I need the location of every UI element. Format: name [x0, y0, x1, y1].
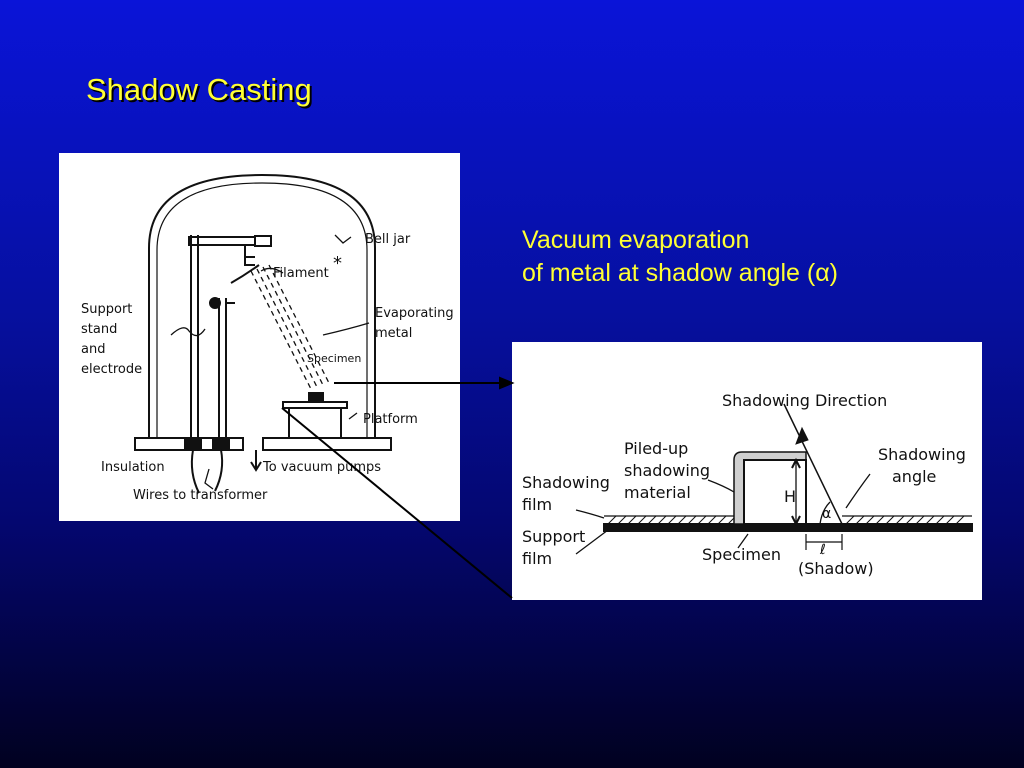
label-shadow: (Shadow) — [798, 559, 874, 578]
caption: Vacuum evaporation of metal at shadow an… — [522, 224, 838, 290]
label-support-film-2: film — [522, 549, 552, 568]
label-length: ℓ — [819, 542, 826, 558]
label-evaporating-2: metal — [375, 326, 412, 341]
label-support-1: Support — [81, 302, 132, 317]
label-specimen: Specimen — [307, 352, 361, 365]
label-alpha: α — [822, 506, 831, 522]
support-film — [603, 523, 973, 532]
label-evaporating-1: Evaporating — [375, 306, 454, 321]
caption-line-2: of metal at shadow angle (α) — [522, 259, 839, 287]
label-asterisk: * — [333, 253, 342, 274]
bell-jar-diagram: Bell jar Filament * Support stand and el… — [59, 153, 460, 521]
label-piled-1: Piled-up — [624, 439, 688, 458]
shadowing-drawing: Shadowing Direction Piled-up shadowing m… — [522, 391, 973, 578]
label-vacuum: To vacuum pumps — [262, 460, 381, 475]
shadowing-direction-line — [783, 403, 843, 525]
shadowing-diagram: Shadowing Direction Piled-up shadowing m… — [512, 342, 982, 600]
bell-jar-dome — [148, 173, 376, 438]
caption-line-1: Vacuum evaporation — [522, 226, 750, 254]
label-bell-jar: Bell jar — [365, 232, 411, 247]
specimen-block — [743, 459, 807, 525]
label-filament: Filament — [273, 266, 329, 281]
label-support-3: and — [81, 342, 105, 357]
label-platform: Platform — [363, 412, 418, 427]
label-height: H — [784, 487, 796, 506]
slide-title: Shadow Casting — [86, 72, 312, 107]
label-specimen: Specimen — [702, 545, 781, 564]
label-insulation: Insulation — [101, 460, 165, 475]
label-support-4: electrode — [81, 362, 142, 377]
label-shadowing-direction: Shadowing Direction — [722, 391, 887, 410]
base-plate-right — [262, 437, 392, 451]
label-piled-3: material — [624, 483, 691, 502]
label-film-2: film — [522, 495, 552, 514]
label-support-2: stand — [81, 322, 117, 337]
bell-jar-drawing: Bell jar Filament * Support stand and el… — [81, 173, 454, 503]
connector-arrowhead — [499, 376, 515, 390]
label-piled-2: shadowing — [624, 461, 710, 480]
label-wires: Wires to transformer — [133, 488, 268, 503]
label-support-film-1: Support — [522, 527, 585, 546]
label-angle-2: angle — [892, 467, 936, 486]
label-angle-1: Shadowing — [878, 445, 966, 464]
label-film-1: Shadowing — [522, 473, 610, 492]
